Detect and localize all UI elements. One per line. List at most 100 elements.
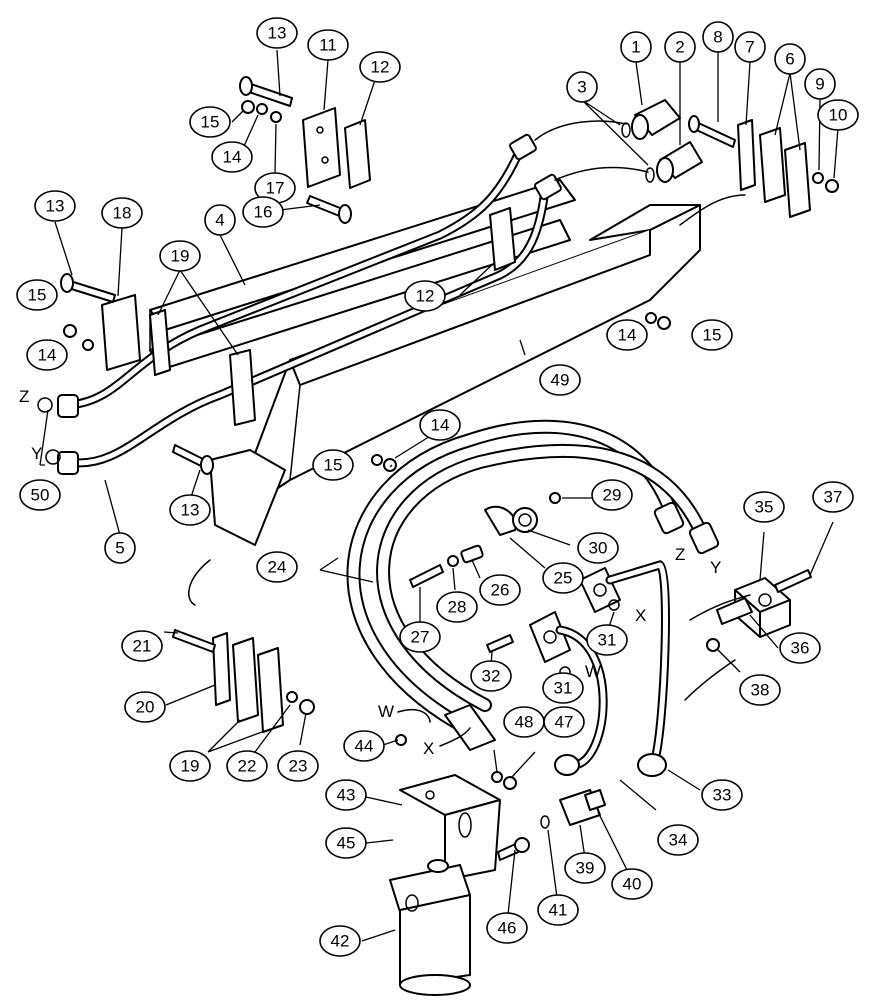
svg-text:17: 17 bbox=[266, 179, 285, 198]
callout-22: 22 bbox=[226, 750, 268, 782]
svg-text:41: 41 bbox=[549, 901, 568, 920]
letter-w-left: W bbox=[378, 702, 394, 721]
svg-text:12: 12 bbox=[371, 58, 390, 77]
svg-text:4: 4 bbox=[215, 211, 224, 230]
svg-text:27: 27 bbox=[411, 628, 430, 647]
callout-34: 34 bbox=[657, 824, 699, 856]
svg-text:47: 47 bbox=[555, 713, 574, 732]
callout-3: 3 bbox=[566, 71, 598, 103]
svg-text:14: 14 bbox=[431, 416, 450, 435]
svg-text:23: 23 bbox=[289, 757, 308, 776]
svg-text:19: 19 bbox=[171, 247, 190, 266]
callout-26: 26 bbox=[479, 574, 521, 606]
main-beam bbox=[209, 204, 701, 546]
callout-2: 2 bbox=[664, 31, 696, 63]
svg-text:5: 5 bbox=[115, 539, 124, 558]
callout-47: 47 bbox=[543, 706, 585, 738]
svg-text:14: 14 bbox=[223, 148, 242, 167]
svg-text:22: 22 bbox=[238, 757, 257, 776]
callout-42: 42 bbox=[319, 925, 361, 957]
svg-text:14: 14 bbox=[38, 346, 57, 365]
coupler-39 bbox=[540, 789, 606, 829]
callout-13: 13 bbox=[256, 17, 298, 49]
callout-28: 28 bbox=[436, 591, 478, 623]
callout-6: 6 bbox=[774, 43, 806, 75]
callout-35: 35 bbox=[743, 491, 785, 523]
svg-text:15: 15 bbox=[28, 286, 47, 305]
svg-text:30: 30 bbox=[589, 539, 608, 558]
callout-46: 46 bbox=[486, 912, 528, 944]
letter-y-left: Y bbox=[31, 444, 42, 463]
svg-text:33: 33 bbox=[713, 786, 732, 805]
callout-1: 1 bbox=[620, 31, 652, 63]
callout-49: 49 bbox=[539, 364, 581, 396]
svg-text:40: 40 bbox=[623, 875, 642, 894]
svg-text:15: 15 bbox=[201, 113, 220, 132]
svg-text:19: 19 bbox=[181, 757, 200, 776]
svg-text:32: 32 bbox=[482, 667, 501, 686]
callout-44: 44 bbox=[343, 730, 385, 762]
filter-bracket bbox=[395, 734, 530, 881]
svg-text:42: 42 bbox=[331, 932, 350, 951]
svg-text:12: 12 bbox=[416, 287, 435, 306]
callout-43: 43 bbox=[325, 779, 367, 811]
svg-text:18: 18 bbox=[113, 204, 132, 223]
callout-4: 4 bbox=[204, 204, 236, 236]
svg-text:6: 6 bbox=[785, 50, 794, 69]
svg-text:25: 25 bbox=[554, 569, 573, 588]
svg-text:35: 35 bbox=[755, 498, 774, 517]
svg-text:21: 21 bbox=[133, 637, 152, 656]
svg-text:11: 11 bbox=[319, 36, 337, 55]
long-hoses-24 bbox=[346, 419, 720, 751]
svg-text:37: 37 bbox=[824, 488, 843, 507]
callout-19: 19 bbox=[169, 750, 211, 782]
clamp-block-12-top bbox=[344, 119, 516, 271]
callout-37: 37 bbox=[812, 481, 854, 513]
callout-12: 12 bbox=[359, 51, 401, 83]
letter-z-left: Z bbox=[19, 387, 29, 406]
bolt-16 bbox=[306, 195, 352, 224]
clamp-set-left bbox=[60, 273, 256, 426]
letter-z-right: Z bbox=[675, 545, 685, 564]
callout-39: 39 bbox=[564, 852, 606, 884]
svg-text:28: 28 bbox=[448, 598, 467, 617]
callout-31: 31 bbox=[586, 624, 628, 656]
leader-lines bbox=[39, 49, 839, 942]
bolt-27-spacer bbox=[409, 544, 484, 588]
svg-text:13: 13 bbox=[46, 197, 65, 216]
callout-41: 41 bbox=[537, 894, 579, 926]
svg-text:26: 26 bbox=[491, 581, 510, 600]
callout-24: 24 bbox=[256, 551, 298, 583]
quick-couplers bbox=[534, 99, 703, 183]
callout-13: 13 bbox=[34, 190, 76, 222]
callout-14: 14 bbox=[606, 319, 648, 351]
tube-34 bbox=[554, 560, 670, 777]
svg-text:24: 24 bbox=[268, 558, 287, 577]
filter-42 bbox=[389, 859, 471, 996]
letter-w-right: W bbox=[585, 662, 601, 681]
svg-text:36: 36 bbox=[791, 639, 810, 658]
callout-15: 15 bbox=[189, 106, 231, 138]
clamp-30 bbox=[484, 492, 561, 536]
callout-10: 10 bbox=[817, 99, 859, 131]
callout-21: 21 bbox=[121, 630, 163, 662]
svg-text:13: 13 bbox=[181, 501, 200, 520]
callout-25: 25 bbox=[542, 562, 584, 594]
callout-29: 29 bbox=[591, 479, 633, 511]
svg-text:8: 8 bbox=[713, 28, 722, 47]
callout-5: 5 bbox=[104, 532, 136, 564]
svg-text:13: 13 bbox=[268, 24, 287, 43]
svg-text:7: 7 bbox=[745, 38, 754, 57]
callout-23: 23 bbox=[277, 750, 319, 782]
callout-30: 30 bbox=[577, 532, 619, 564]
callout-27: 27 bbox=[399, 621, 441, 653]
clamp-set-right bbox=[688, 115, 839, 218]
upper-hoses bbox=[57, 133, 562, 475]
callout-9: 9 bbox=[804, 68, 836, 100]
svg-text:14: 14 bbox=[618, 326, 637, 345]
callout-48: 48 bbox=[503, 706, 545, 738]
svg-text:29: 29 bbox=[603, 486, 622, 505]
callout-32: 32 bbox=[470, 660, 512, 692]
callout-13: 13 bbox=[169, 494, 211, 526]
callout-45: 45 bbox=[325, 827, 367, 859]
